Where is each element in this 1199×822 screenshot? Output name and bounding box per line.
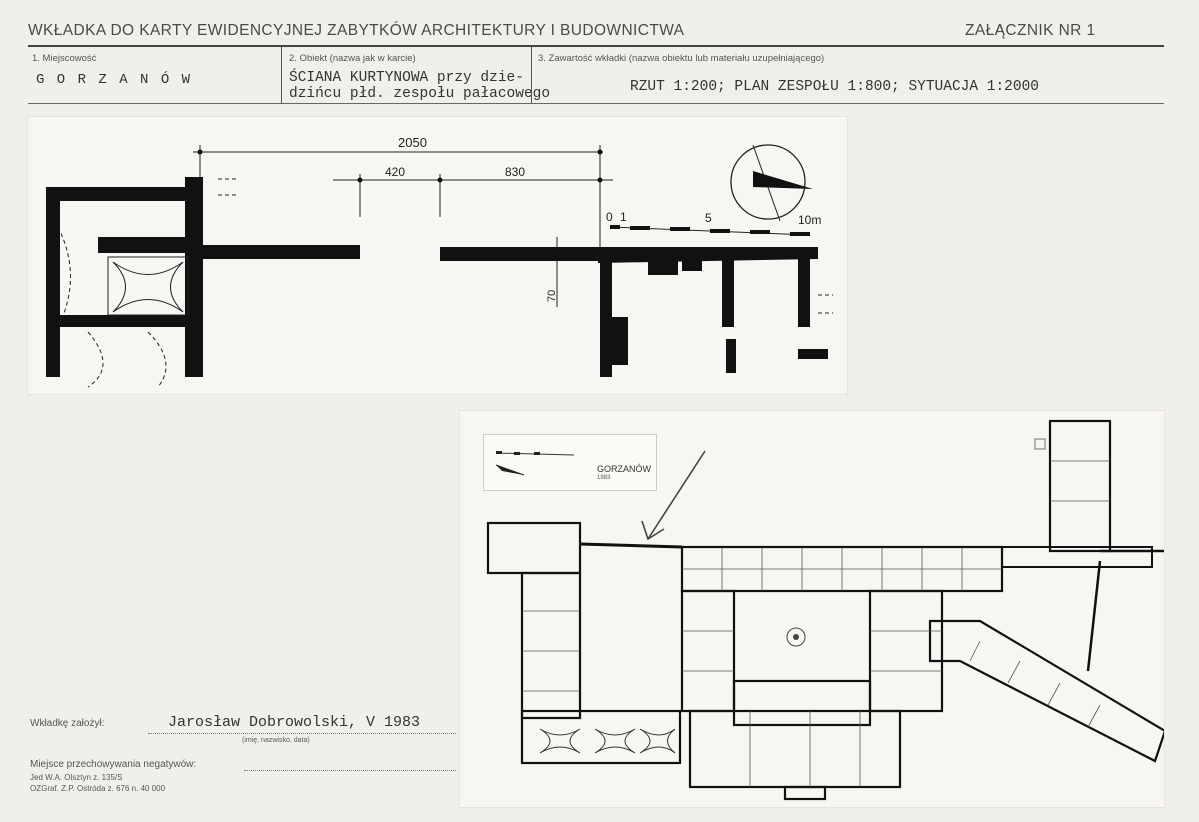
site-plan-interior	[522, 438, 1110, 787]
wall-plan-walls	[46, 177, 828, 377]
author-hint: (imię, nazwisko, data)	[242, 737, 310, 744]
pointer-arrow-icon	[641, 450, 706, 541]
contents-label: 3. Zawartość wkładki (nazwa obiektu lub …	[538, 53, 825, 64]
vault-outline	[57, 178, 833, 388]
inset-year: 1983	[597, 475, 611, 481]
object-value-line2: dzińcu płd. zespołu pałacowego	[289, 86, 551, 102]
site-plan-svg	[486, 419, 1167, 801]
author-label: Wkładkę założył:	[30, 718, 105, 729]
north-arrow-icon	[730, 144, 813, 222]
field-divider-2	[531, 47, 532, 103]
dim-b: 830	[505, 165, 525, 179]
author-line	[148, 733, 456, 734]
header-rule	[28, 45, 1164, 47]
site-plan-walls	[486, 419, 1167, 801]
fountain-icon	[786, 627, 806, 647]
scale-0: 0	[606, 210, 613, 224]
dim-vertical: 70	[546, 290, 558, 302]
scale-1: 1	[620, 210, 627, 224]
form-title: WKŁADKA DO KARTY EWIDENCYJNEJ ZABYTKÓW A…	[28, 22, 685, 39]
field-divider-1	[281, 47, 282, 103]
scale-bar: 0 1 5 10m	[606, 210, 821, 236]
scale-10: 10m	[798, 213, 821, 227]
fields-rule	[28, 103, 1164, 104]
contents-value: RZUT 1:200; PLAN ZESPOŁU 1:800; SYTUACJA…	[630, 79, 1039, 95]
wall-plan-svg: 2050 420 830 70 0 1 5 10m	[46, 135, 833, 388]
object-label: 2. Obiekt (nazwa jak w karcie)	[289, 53, 416, 64]
negatives-label: Miejsce przechowywania negatywów:	[30, 759, 197, 770]
scale-5: 5	[705, 211, 712, 225]
vaults-icon	[539, 728, 676, 754]
dim-a: 420	[385, 165, 405, 179]
inset-scale-icon	[495, 451, 575, 476]
dim-total: 2050	[398, 135, 427, 150]
locality-value: G O R Z A N Ó W	[36, 72, 193, 88]
annex-number: ZAŁĄCZNIK NR 1	[965, 22, 1096, 39]
print-line-1: Jed W.A. Olsztyn z. 135/S	[30, 773, 123, 782]
site-inset: GORZANÓW 1983	[483, 434, 657, 491]
negatives-line	[244, 770, 456, 771]
locality-label: 1. Miejscowość	[32, 53, 97, 64]
site-plan-drawing	[460, 411, 1167, 807]
inset-label: GORZANÓW	[597, 464, 651, 474]
object-value-line1: ŚCIANA KURTYNOWA przy dzie-	[289, 70, 524, 86]
wall-plan-drawing: 2050 420 830 70 0 1 5 10m	[28, 117, 847, 394]
author-value: Jarosław Dobrowolski, V 1983	[168, 714, 421, 731]
print-line-2: OZGraf. Z.P. Ostróda z. 676 n. 40 000	[30, 784, 166, 793]
